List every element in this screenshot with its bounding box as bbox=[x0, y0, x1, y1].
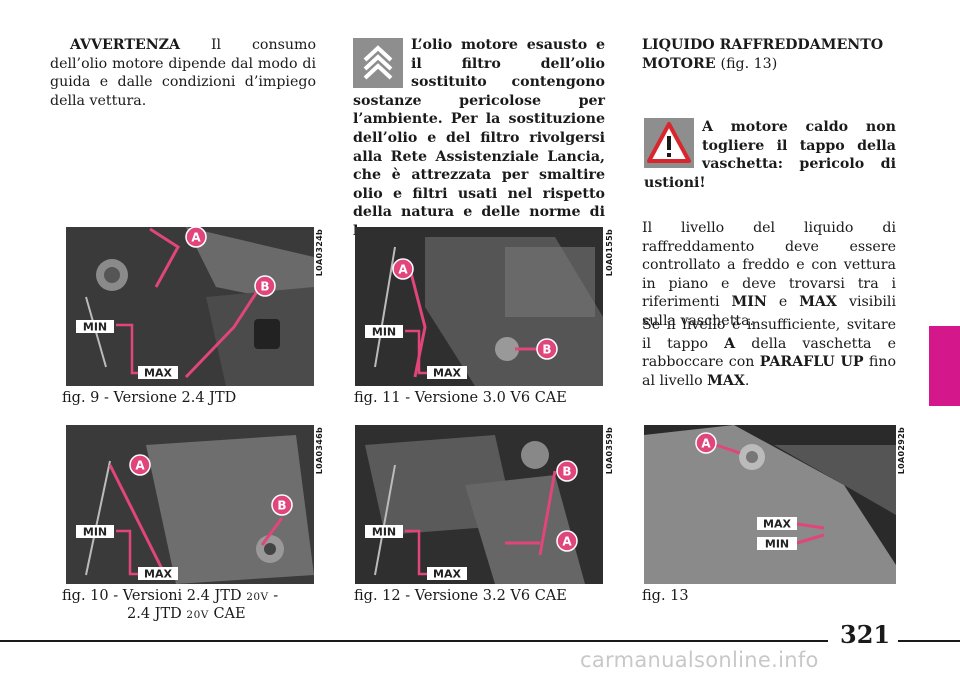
warning-lead: AVVERTENZA bbox=[70, 37, 181, 53]
eco-paragraph: L’olio motore esausto e il filtro dell’o… bbox=[353, 36, 605, 241]
p2-text-d: . bbox=[744, 372, 750, 389]
warning-triangle-icon bbox=[644, 118, 694, 168]
fig10-caption: fig. 10 - Versioni 2.4 JTD 20V - 2.4 JTD… bbox=[62, 588, 312, 624]
fig9-label-min: MIN bbox=[83, 321, 107, 334]
fig10-caption-sc1: 20V bbox=[246, 591, 269, 603]
fig12-code: L0A0359b bbox=[605, 427, 614, 475]
fig11-label-min: MIN bbox=[372, 326, 396, 339]
fig12-label-b: B bbox=[562, 465, 571, 479]
fig13-label-max: MAX bbox=[763, 518, 791, 531]
fig9-label-a: A bbox=[191, 231, 201, 245]
icon-spacer-2 bbox=[644, 118, 702, 173]
fig12-caption: fig. 12 - Versione 3.2 V6 CAE bbox=[354, 588, 567, 604]
heading-line2: MOTORE (fig. 13) bbox=[642, 55, 902, 74]
footer-rule-left bbox=[0, 640, 828, 642]
watermark: carmanualsonline.info bbox=[580, 648, 819, 672]
fig10-caption-b: - bbox=[268, 588, 279, 604]
fig10-label-max: MAX bbox=[144, 568, 172, 581]
fig10-caption-c: 2.4 JTD bbox=[127, 606, 187, 622]
recycle-chevron-icon bbox=[353, 38, 403, 88]
heading-line2-main: MOTORE bbox=[642, 56, 716, 72]
heading-line1: LIQUIDO RAFFREDDAMENTO bbox=[642, 37, 884, 53]
fig13-photo: A MAX MIN bbox=[644, 425, 896, 584]
section-tab bbox=[929, 326, 960, 406]
fig13-caption: fig. 13 bbox=[642, 588, 689, 604]
p2-text-a: Se il livello è insufficiente, svitare i… bbox=[642, 317, 896, 352]
fig9-caption: fig. 9 - Versione 2.4 JTD bbox=[62, 390, 237, 406]
warning-text: Il consumo dell’olio motore dipende dal … bbox=[50, 37, 316, 109]
fig9-code: L0A0324b bbox=[315, 229, 324, 277]
p1-max: MAX bbox=[799, 294, 837, 311]
fig11-code: L0A0155b bbox=[605, 229, 614, 277]
fig10-caption-d: CAE bbox=[208, 606, 246, 622]
heading-fig-ref: (fig. 13) bbox=[720, 56, 778, 72]
fig10-photo: A B MIN MAX bbox=[66, 425, 314, 584]
fig11-label-a: A bbox=[398, 263, 408, 277]
p1-text-a: Il livello del liquido di raffreddamento… bbox=[642, 220, 896, 311]
coolant-level-paragraph: Il livello del liquido di raffreddamento… bbox=[642, 219, 896, 331]
fig10-label-a: A bbox=[135, 459, 145, 473]
fig11-label-max: MAX bbox=[433, 367, 461, 380]
footer-rule-right bbox=[898, 640, 960, 642]
p2-text-c: fino al livello bbox=[642, 354, 896, 389]
danger-paragraph: A motore caldo non togliere il tappo del… bbox=[644, 118, 896, 192]
fig9-label-max: MAX bbox=[144, 367, 172, 380]
fig12-label-max: MAX bbox=[433, 568, 461, 581]
eco-text: L’olio motore esausto e il filtro dell’o… bbox=[353, 37, 605, 239]
fig11-photo: A B MIN MAX bbox=[355, 227, 603, 386]
page-number: 321 bbox=[840, 620, 891, 649]
fig12-photo: B A MIN MAX bbox=[355, 425, 603, 584]
fig9-label-b: B bbox=[260, 280, 269, 294]
p1-text-b: e bbox=[766, 294, 800, 311]
fig10-label-min: MIN bbox=[83, 526, 107, 539]
p2-cap-a: A bbox=[724, 335, 736, 352]
topup-paragraph: Se il livello è insufficiente, svitare i… bbox=[642, 316, 896, 390]
fig10-label-b: B bbox=[277, 499, 286, 513]
fig9-photo: A B MIN MAX bbox=[66, 227, 314, 386]
warning-paragraph: AVVERTENZA Il consumo dell’olio motore d… bbox=[50, 36, 316, 110]
icon-spacer bbox=[353, 36, 411, 91]
fig11-caption: fig. 11 - Versione 3.0 V6 CAE bbox=[354, 390, 567, 406]
fig12-label-a: A bbox=[562, 535, 572, 549]
fig13-label-min: MIN bbox=[765, 538, 789, 551]
fig12-label-min: MIN bbox=[372, 526, 396, 539]
p2-text-b: della vaschetta e rabboccare con bbox=[642, 335, 896, 371]
p1-min: MIN bbox=[731, 294, 767, 311]
fig10-caption-sc2: 20V bbox=[186, 609, 209, 621]
fig10-code: L0A0346b bbox=[315, 427, 324, 475]
section-heading: LIQUIDO RAFFREDDAMENTO MOTORE (fig. 13) bbox=[642, 36, 902, 74]
p2-max: MAX bbox=[707, 372, 745, 389]
danger-text: A motore caldo non togliere il tappo del… bbox=[644, 119, 896, 191]
fig13-code: L0A0292b bbox=[897, 427, 906, 475]
fig10-caption-a: fig. 10 - Versioni 2.4 JTD bbox=[62, 588, 247, 604]
fig11-label-b: B bbox=[542, 343, 551, 357]
fig13-label-a: A bbox=[701, 437, 711, 451]
p2-product: PARAFLU UP bbox=[759, 354, 864, 371]
p1-text-c: visibili sulla vaschetta. bbox=[642, 294, 897, 329]
